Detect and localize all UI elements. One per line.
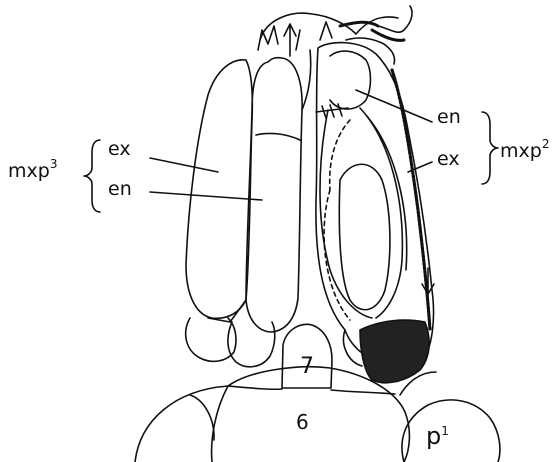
mxp3-inner-rim [302,50,311,110]
leader-mxp3-ex [150,158,218,172]
mxp3-endopodite-segment-line [256,133,300,140]
mxp3-basal-cross [208,300,246,322]
brace-mxp2 [482,112,498,184]
mxp3-endopodite [246,58,302,332]
mandible-shaft [346,38,395,64]
mxp2-inner-ovoid [339,164,390,309]
label-segment-7: 7 [300,356,314,378]
label-mxp2-ex: ex [437,150,460,169]
brace-mxp3 [84,140,100,212]
right-upper-appendage [378,6,412,32]
label-mxp3: mxp3 [8,158,57,181]
mxp2-dark-base-patch [360,320,429,383]
mxp2-endopodite-setae [316,104,348,118]
p1-appendage [402,400,500,462]
label-mxp2-en: en [437,108,461,127]
label-mxp2: mxp2 [500,138,549,161]
leader-mxp3-en [150,192,262,200]
label-segment-6: 6 [296,412,309,432]
mxp2-base-lobe [344,330,362,366]
segment-left-edge [190,395,214,440]
label-mxp3-en: en [108,180,132,199]
label-p1: p1 [426,424,449,448]
label-mxp3-ex: ex [108,140,131,159]
mxp2-endopodite [330,51,371,109]
mxp2-exopodite-curve-3 [366,115,407,270]
mxp2-hatched-margin [392,70,430,330]
mxp3-exopodite [186,60,252,319]
segment-6-left-lobe [135,386,228,462]
mouthpart-arrow-up [284,24,296,56]
mxp2-exopodite-curve-2 [360,108,402,318]
